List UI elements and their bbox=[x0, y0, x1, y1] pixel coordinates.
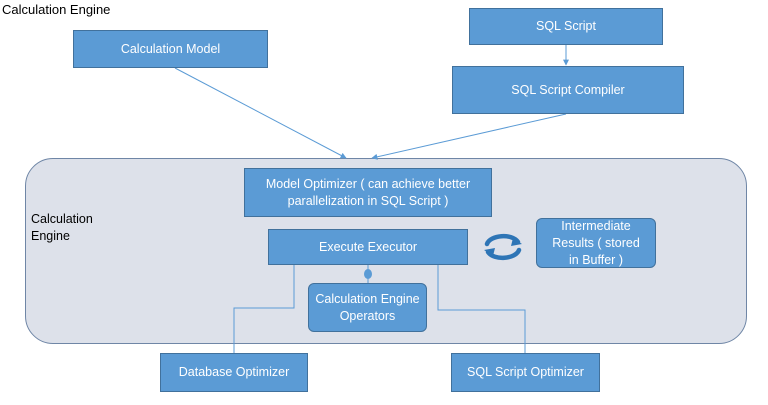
arrow-calculation-model-to-optimizer bbox=[174, 67, 347, 159]
model-optimizer-label: Model Optimizer ( can achieve better par… bbox=[265, 176, 471, 208]
sql-script-compiler-box: SQL Script Compiler bbox=[452, 66, 684, 114]
intermediate-results-label: Intermediate Results ( stored in Buffer … bbox=[552, 218, 640, 267]
sql-script-box: SQL Script bbox=[469, 8, 663, 45]
calculation-engine-label: Calculation Engine bbox=[31, 211, 111, 245]
execute-executor-box: Execute Executor bbox=[268, 229, 468, 265]
calculation-engine-operators-box: Calculation Engine Operators bbox=[308, 283, 427, 332]
execute-executor-label: Execute Executor bbox=[319, 239, 417, 254]
calculation-engine-operators-label: Calculation Engine Operators bbox=[315, 291, 420, 323]
sql-script-compiler-label: SQL Script Compiler bbox=[511, 82, 625, 97]
refresh-cycle-icon bbox=[484, 234, 522, 260]
connector-joint-dot bbox=[364, 269, 372, 279]
sql-script-label: SQL Script bbox=[536, 19, 596, 33]
calculation-engine-label-text: Calculation Engine bbox=[31, 212, 93, 243]
intermediate-results-box: Intermediate Results ( stored in Buffer … bbox=[536, 218, 656, 268]
sql-script-optimizer-label: SQL Script Optimizer bbox=[467, 365, 584, 379]
sql-script-optimizer-box: SQL Script Optimizer bbox=[451, 353, 600, 392]
connector-executor-to-database-optimizer bbox=[233, 265, 295, 353]
database-optimizer-box: Database Optimizer bbox=[160, 353, 308, 392]
arrow-compiler-to-optimizer bbox=[371, 113, 567, 160]
calculation-model-box: Calculation Model bbox=[73, 30, 268, 68]
model-optimizer-box: Model Optimizer ( can achieve better par… bbox=[244, 168, 492, 217]
calculation-model-label: Calculation Model bbox=[120, 41, 221, 56]
connector-executor-to-sql-script-optimizer bbox=[437, 265, 526, 353]
database-optimizer-label: Database Optimizer bbox=[178, 365, 290, 379]
diagram-title: Calculation Engine bbox=[2, 2, 111, 17]
